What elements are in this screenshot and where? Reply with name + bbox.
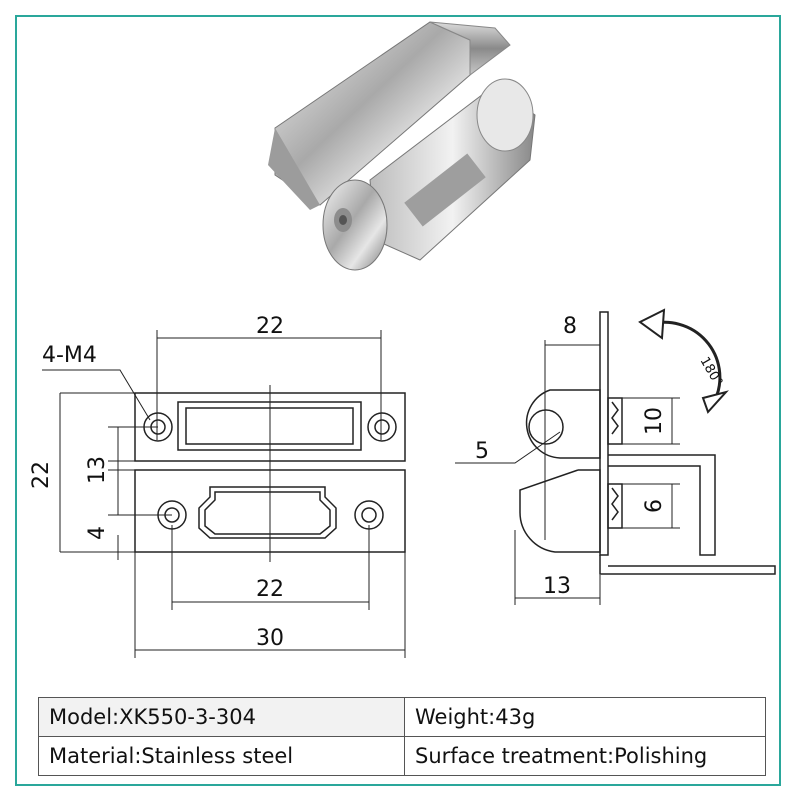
spec-row: Model:XK550-3-304 Weight:43g [38,697,766,737]
dim-holes-label: 4-M4 [42,343,97,368]
dim-side-5: 5 [475,439,489,464]
dim-offset-4: 4 [85,526,110,540]
dim-side-10: 10 [642,407,667,435]
spec-model: Model:XK550-3-304 [38,697,405,737]
outer-frame [15,15,781,786]
spec-surface: Surface treatment:Polishing [404,736,766,776]
spec-row: Material:Stainless steel Surface treatme… [38,736,766,776]
spec-weight: Weight:43g [404,697,766,737]
dim-bottom-22: 22 [256,577,284,602]
front-dimensions [42,330,406,658]
dim-overall-30: 30 [256,626,284,651]
spec-table: Model:XK550-3-304 Weight:43g Material:St… [38,697,766,776]
dim-side-8: 8 [563,314,577,339]
hinge-photo [268,21,536,271]
spec-material: Material:Stainless steel [38,736,405,776]
dim-spacing-13: 13 [85,456,110,484]
dim-side-6: 6 [642,499,667,513]
dim-top-22: 22 [256,314,284,339]
dim-height-22: 22 [29,461,54,489]
side-view [519,308,776,575]
side-dimensions [455,340,680,605]
dim-side-13: 13 [543,574,571,599]
